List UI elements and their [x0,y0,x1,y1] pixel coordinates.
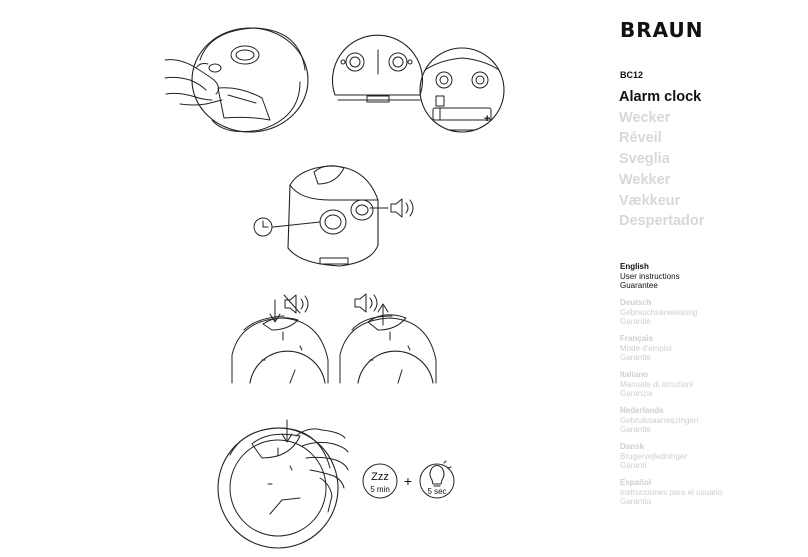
language-name: Deutsch [620,298,652,307]
language-section-dutch: Nederlands Gebruiksaanwijzingen Garantie [620,406,722,435]
language-section-english: English User instructions Guarantee [620,262,722,291]
speaker-icon [354,293,378,313]
instruction-illustrations: + [164,27,505,549]
clock-icon [253,217,273,237]
battery-compartment-illustration [419,47,505,133]
product-title-french: Réveil [619,130,662,147]
language-doc-guarantee: Garantie [620,353,651,362]
language-name: English [620,262,649,271]
snooze-icon [362,463,398,499]
language-name: Español [620,478,652,487]
product-title-english: Alarm clock [619,89,702,105]
speaker-icon [283,294,309,314]
product-title-list: Alarm clock Wecker Réveil Sveglia Wekker… [619,87,704,232]
product-title-german: Wecker [619,109,671,126]
language-doc-guarantee: Guarantee [620,281,658,290]
language-doc-guarantee: Garantía [620,497,652,506]
language-name: Français [620,334,653,343]
battery-plus-label: + [484,113,490,125]
language-doc-instructions: Gebrauchsanweisung [620,307,698,317]
language-doc-instructions: Manuale di istruzioni [620,379,693,389]
set-time-and-alarm-illustration [272,165,389,267]
brand-logo: BRAUN [620,18,704,42]
language-doc-guarantee: Garantie [620,425,651,434]
language-section-spanish: Español Instrucciones para el usuario Ga… [620,478,722,507]
language-name: Dansk [620,442,645,451]
snooze-duration: 5 min [370,485,390,494]
language-section-german: Deutsch Gebrauchsanweisung Garantie [620,298,722,327]
language-doc-guarantee: Garanti [620,461,647,470]
clock-back-view-illustration [331,34,424,103]
language-name: Italiano [620,370,649,379]
snooze-text: Zzz [371,471,389,483]
alarm-on-illustration [339,303,437,384]
product-title-danish: Vækkeur [619,192,681,209]
language-section-danish: Dansk Brugervejledninger Garanti [620,442,722,471]
plus-sign: + [404,473,412,489]
light-duration: 5 sec [427,487,446,496]
language-sections: English User instructions Guarantee Deut… [620,262,722,514]
language-section-italian: Italiano Manuale di istruzioni Garanzia [620,370,722,399]
battery-cover-removal-illustration [164,27,309,133]
speaker-icon [390,198,414,218]
light-icon [419,460,455,499]
language-doc-instructions: Mode d'emploi [620,343,672,353]
language-doc-instructions: Gebruiksaanwijzingen [620,415,699,425]
product-title-spanish: Despertador [619,213,705,230]
language-doc-instructions: Instrucciones para el usuario [620,487,723,497]
language-section-french: Français Mode d'emploi Garantie [620,334,722,363]
language-doc-guarantee: Garanzia [620,389,653,398]
product-title-dutch: Wekker [619,171,671,188]
language-name: Nederlands [620,406,664,415]
model-number: BC12 [620,70,644,80]
language-doc-instructions: User instructions [620,271,680,281]
language-doc-instructions: Brugervejledninger [620,451,688,461]
snooze-light-illustration [217,419,349,549]
product-title-italian: Sveglia [619,151,670,168]
alarm-off-illustration [231,299,329,384]
language-doc-guarantee: Garantie [620,317,651,326]
